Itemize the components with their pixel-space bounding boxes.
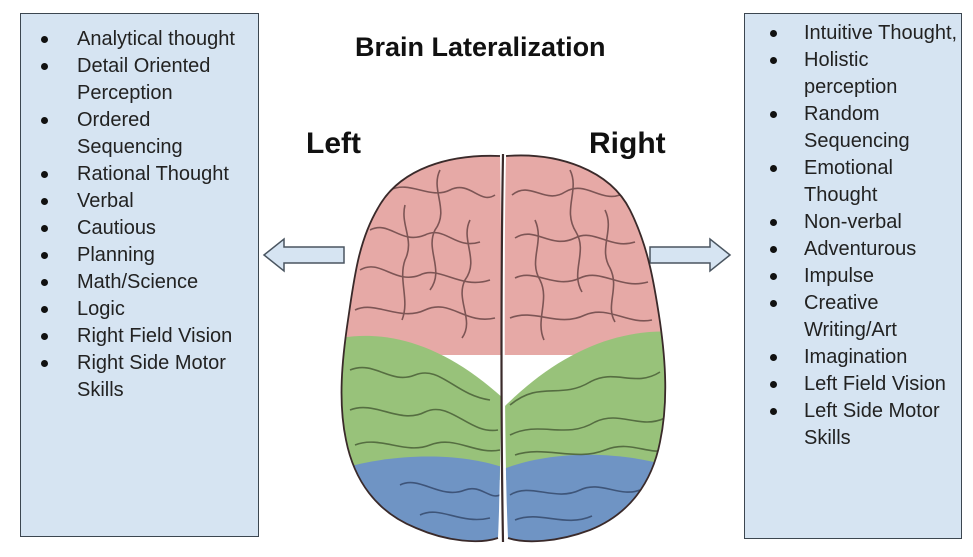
left-arrow-icon bbox=[262, 237, 345, 273]
left-trait-item: Math/Science bbox=[21, 269, 258, 296]
left-hemisphere-label: Left bbox=[306, 127, 361, 160]
right-trait-item: Adventurous bbox=[745, 236, 961, 263]
right-trait-item: Non-verbal bbox=[745, 209, 961, 236]
left-trait-item: Right Field Vision bbox=[21, 323, 258, 350]
left-trait-item: Right Side Motor Skills bbox=[21, 350, 258, 404]
right-trait-item: Imagination bbox=[745, 344, 961, 371]
right-trait-item: Intuitive Thought, bbox=[745, 20, 961, 47]
right-trait-item: Creative Writing/Art bbox=[745, 290, 961, 344]
right-hemisphere-panel: Intuitive Thought, Holistic perception R… bbox=[744, 13, 962, 539]
right-trait-item: Left Field Vision bbox=[745, 371, 961, 398]
left-trait-item: Verbal bbox=[21, 188, 258, 215]
right-middle-lobe bbox=[504, 331, 666, 480]
diagram-title: Brain Lateralization bbox=[355, 32, 606, 62]
right-brain-outline bbox=[505, 154, 667, 543]
left-trait-item: Analytical thought bbox=[21, 26, 258, 53]
left-hemisphere-panel: Analytical thought Detail Oriented Perce… bbox=[20, 13, 259, 537]
left-hemisphere bbox=[341, 155, 502, 542]
right-hemisphere-label: Right bbox=[589, 127, 666, 160]
left-trait-item: Logic bbox=[21, 296, 258, 323]
brain-top-view-illustration bbox=[340, 153, 667, 543]
right-occipital-lobe bbox=[504, 454, 666, 542]
left-brain-outline bbox=[340, 154, 501, 543]
right-trait-item: Emotional Thought bbox=[745, 155, 961, 209]
right-arrow-icon bbox=[649, 237, 732, 273]
left-trait-item: Detail Oriented Perception bbox=[21, 53, 258, 107]
right-frontal-lobe bbox=[504, 155, 666, 355]
left-frontal-lobe bbox=[341, 155, 502, 355]
right-trait-item: Impulse bbox=[745, 263, 961, 290]
left-trait-item: Planning bbox=[21, 242, 258, 269]
longitudinal-fissure bbox=[500, 153, 505, 543]
left-trait-item: Rational Thought bbox=[21, 161, 258, 188]
right-trait-item: Random Sequencing bbox=[745, 101, 961, 155]
left-trait-item: Ordered Sequencing bbox=[21, 107, 258, 161]
right-trait-item: Holistic perception bbox=[745, 47, 961, 101]
left-trait-item: Cautious bbox=[21, 215, 258, 242]
right-hemisphere bbox=[504, 155, 666, 542]
right-trait-item: Left Side Motor Skills bbox=[745, 398, 961, 452]
